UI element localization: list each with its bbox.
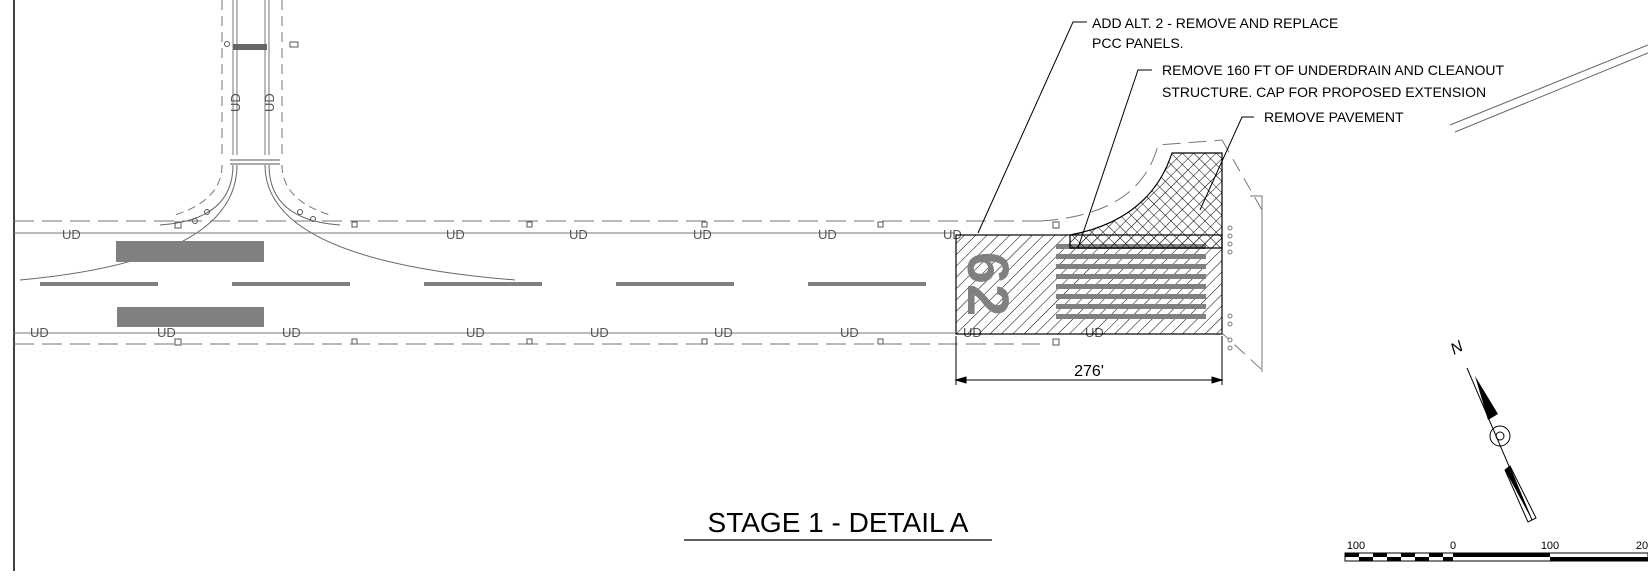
- pcc-panel-area: 62: [955, 234, 1223, 335]
- runway-number: 62: [955, 252, 1020, 317]
- ud-label: UD: [569, 227, 588, 242]
- scale-label: 100: [1347, 540, 1365, 552]
- callout-alt2-line2: PCC PANELS.: [1092, 35, 1184, 51]
- drawing-title: STAGE 1 - DETAIL A: [708, 507, 969, 538]
- remove-pavement-area: [1069, 152, 1223, 249]
- ud-label: UD: [30, 325, 49, 340]
- ud-label: UD: [282, 325, 301, 340]
- callout-underdrain-line1: REMOVE 160 FT OF UNDERDRAIN AND CLEANOUT: [1162, 62, 1504, 78]
- ud-label: UD: [466, 325, 485, 340]
- ud-label: UD: [840, 325, 859, 340]
- pavement-outline: [1039, 139, 1263, 372]
- taxiway-connector: UD UD: [19, 0, 516, 281]
- callout-remove-pavement: REMOVE PAVEMENT: [1264, 109, 1404, 125]
- callout-underdrain-line2: STRUCTURE. CAP FOR PROPOSED EXTENSION: [1162, 84, 1486, 100]
- ud-label: UD: [714, 325, 733, 340]
- edge-lights: [174, 221, 1060, 346]
- drawing-title-group: STAGE 1 - DETAIL A: [684, 507, 992, 541]
- scale-label: 20: [1636, 540, 1648, 552]
- ud-label: UD: [693, 227, 712, 242]
- runway-markings: [40, 241, 926, 327]
- ud-label: UD: [228, 93, 243, 112]
- callout-alt2-line1: ADD ALT. 2 - REMOVE AND REPLACE: [1092, 15, 1338, 31]
- road-edge-lines: [1449, 44, 1648, 133]
- ud-label: UD: [446, 227, 465, 242]
- scale-bar: 100 0 100 20: [1344, 540, 1648, 562]
- ud-label: UD: [62, 227, 81, 242]
- ud-label: UD: [262, 93, 277, 112]
- scale-label: 0: [1450, 540, 1456, 552]
- scale-label: 100: [1541, 540, 1559, 552]
- north-label: N: [1448, 338, 1467, 359]
- callout-leaders: [977, 21, 1254, 249]
- ud-label: UD: [590, 325, 609, 340]
- dimension-label: 276': [1074, 363, 1104, 380]
- dimension-276: [954, 336, 1224, 385]
- ud-label: UD: [157, 325, 176, 340]
- north-arrow: N: [1448, 338, 1537, 523]
- runway-edges: [14, 220, 1040, 345]
- ud-label: UD: [818, 227, 837, 242]
